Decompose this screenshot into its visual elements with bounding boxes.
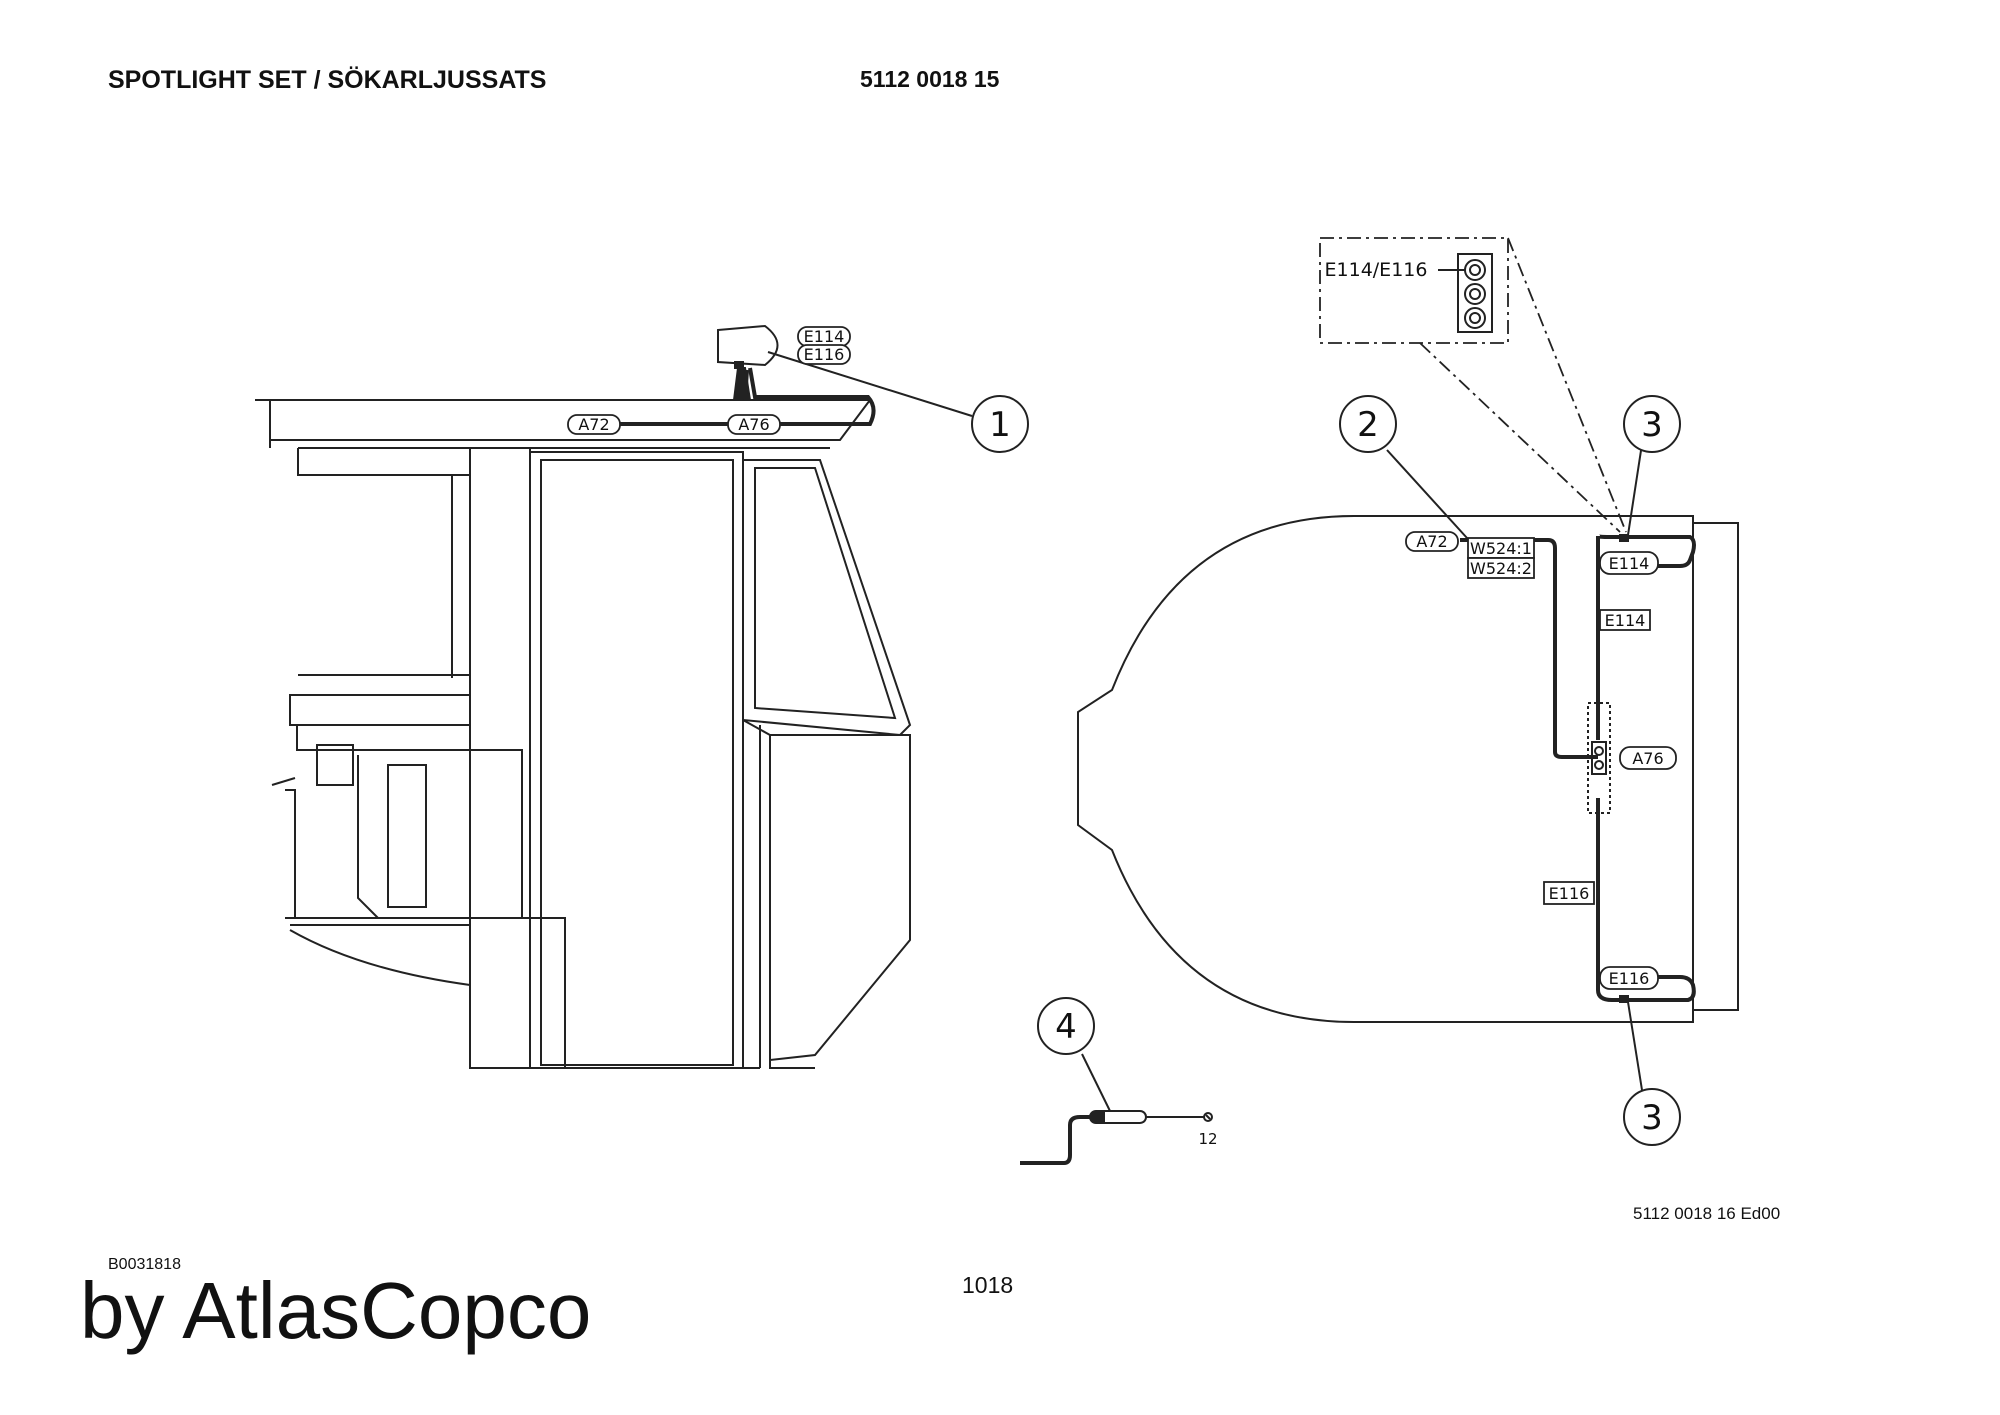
- label-e116-box: E116: [1549, 884, 1590, 903]
- bcode-label: B0031818: [108, 1256, 181, 1273]
- part-number: 5112 0018 15: [860, 66, 1000, 92]
- label-w524-2: W524:2: [1470, 559, 1532, 578]
- label-detail-lamp: E114/E116: [1325, 259, 1428, 281]
- callout-3-bottom: 3: [1641, 1098, 1663, 1138]
- callout-2: 2: [1357, 405, 1379, 445]
- label-a76-top: A76: [1632, 749, 1663, 768]
- label-a76-side: A76: [738, 415, 769, 434]
- callout-4: 4: [1055, 1007, 1077, 1047]
- drawing-reference: 5112 0018 16 Ed00: [1633, 1204, 1781, 1223]
- label-e114-round: E114: [1609, 554, 1650, 573]
- callout-1: 1: [989, 405, 1011, 445]
- cab-top-view: [1077, 515, 1739, 1023]
- label-w524-1: W524:1: [1470, 539, 1532, 558]
- label-e114-side: E114: [804, 327, 845, 346]
- label-e116-side: E116: [804, 345, 845, 364]
- cab-side-view: [255, 399, 912, 1069]
- spotlight-lamp-side: [717, 324, 779, 401]
- label-a72-side: A72: [578, 415, 609, 434]
- page-number: 1018: [962, 1272, 1014, 1298]
- label-fuse-value: 12: [1198, 1130, 1217, 1148]
- page-title: SPOTLIGHT SET / SÖKARLJUSSATS: [108, 66, 547, 94]
- label-e114-box: E114: [1605, 611, 1646, 630]
- callout-3-top: 3: [1641, 405, 1663, 445]
- label-a72-top: A72: [1416, 532, 1447, 551]
- brand-logo-text: by AtlasCopco: [80, 1266, 592, 1355]
- label-e116-round: E116: [1609, 969, 1650, 988]
